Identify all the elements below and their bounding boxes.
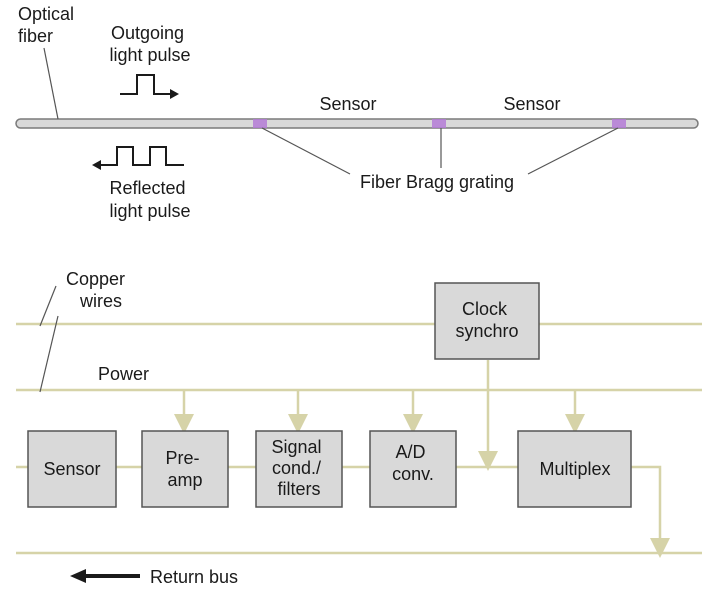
reflected-label-line: Reflected [109,178,185,198]
return-bus-arrow-head [70,569,86,583]
block-signal-cond-box [255,430,343,508]
block-signal-cond-label: Signal cond./ filters [271,437,326,499]
block-pre-amp-label-line: Pre- [165,448,199,468]
fiber-bragg-gratings [253,119,626,128]
copper-wires-label-line: Copper [66,269,125,289]
block-pre-amp: Pre- amp [141,430,229,508]
copper-wires-label-line: wires [79,291,122,311]
block-pre-amp-label-line: amp [167,470,202,490]
outgoing-label-line: Outgoing [111,23,184,43]
sensor-label-1: Sensor [319,94,376,114]
block-ad-conv-label-line: conv. [392,464,434,484]
block-pre-amp-label: Pre- amp [165,448,204,490]
block-clock-synchro-box [434,282,540,360]
return-bus-arrow-icon [70,569,140,583]
power-label: Power [98,364,149,384]
optical-fiber-label: Optical fiber [18,4,79,46]
grating-3 [612,119,626,128]
block-signal-cond-label-line: cond./ [272,458,321,478]
optical-fiber [15,118,699,129]
block-clock-synchro-label-line: synchro [455,321,518,341]
block-multiplex-box [517,430,632,508]
reflected-label: Reflected light pulse [109,178,190,221]
block-clock-synchro-label-line: Clock [462,299,508,319]
return-bus-label: Return bus [150,567,238,587]
power-wire-slash [39,315,59,393]
block-sensor-label: Sensor [43,459,100,479]
grating-2 [432,119,446,128]
optical-fiber-label-line: fiber [18,26,53,46]
outgoing-label: Outgoing light pulse [109,23,190,65]
block-signal-cond-label-line: filters [277,479,320,499]
block-sensor: Sensor [27,430,117,508]
block-multiplex: Multiplex [517,430,632,508]
multiplex-output-line [631,465,670,558]
block-ad-conv-label: A/D conv. [392,442,434,484]
block-sensor-box [27,430,117,508]
reflected-label-line: light pulse [109,201,190,221]
block-pre-amp-box [141,430,229,508]
outgoing-label-line: light pulse [109,45,190,65]
optical-fiber-leader [43,47,59,120]
block-signal-cond: Signal cond./ filters [255,430,343,508]
sensor-label-2: Sensor [503,94,560,114]
block-multiplex-label: Multiplex [539,459,610,479]
optical-fiber-label-line: Optical [18,4,74,24]
grating-leader-3 [527,127,619,175]
reflected-pulse-icon [92,146,184,170]
grating-label: Fiber Bragg grating [360,172,514,192]
grating-leader-1 [261,127,351,175]
block-ad-conv: A/D conv. [369,430,457,508]
block-clock-synchro-label: Clock synchro [455,299,518,341]
outgoing-pulse-icon [120,74,179,99]
block-clock-synchro: Clock synchro [434,282,540,360]
grating-1 [253,119,267,128]
block-ad-conv-box [369,430,457,508]
block-signal-cond-label-line: Signal [271,437,321,457]
copper-wires-label: Copper wires [66,269,130,311]
block-ad-conv-label-line: A/D [395,442,425,462]
copper-wire-slash [39,285,57,327]
